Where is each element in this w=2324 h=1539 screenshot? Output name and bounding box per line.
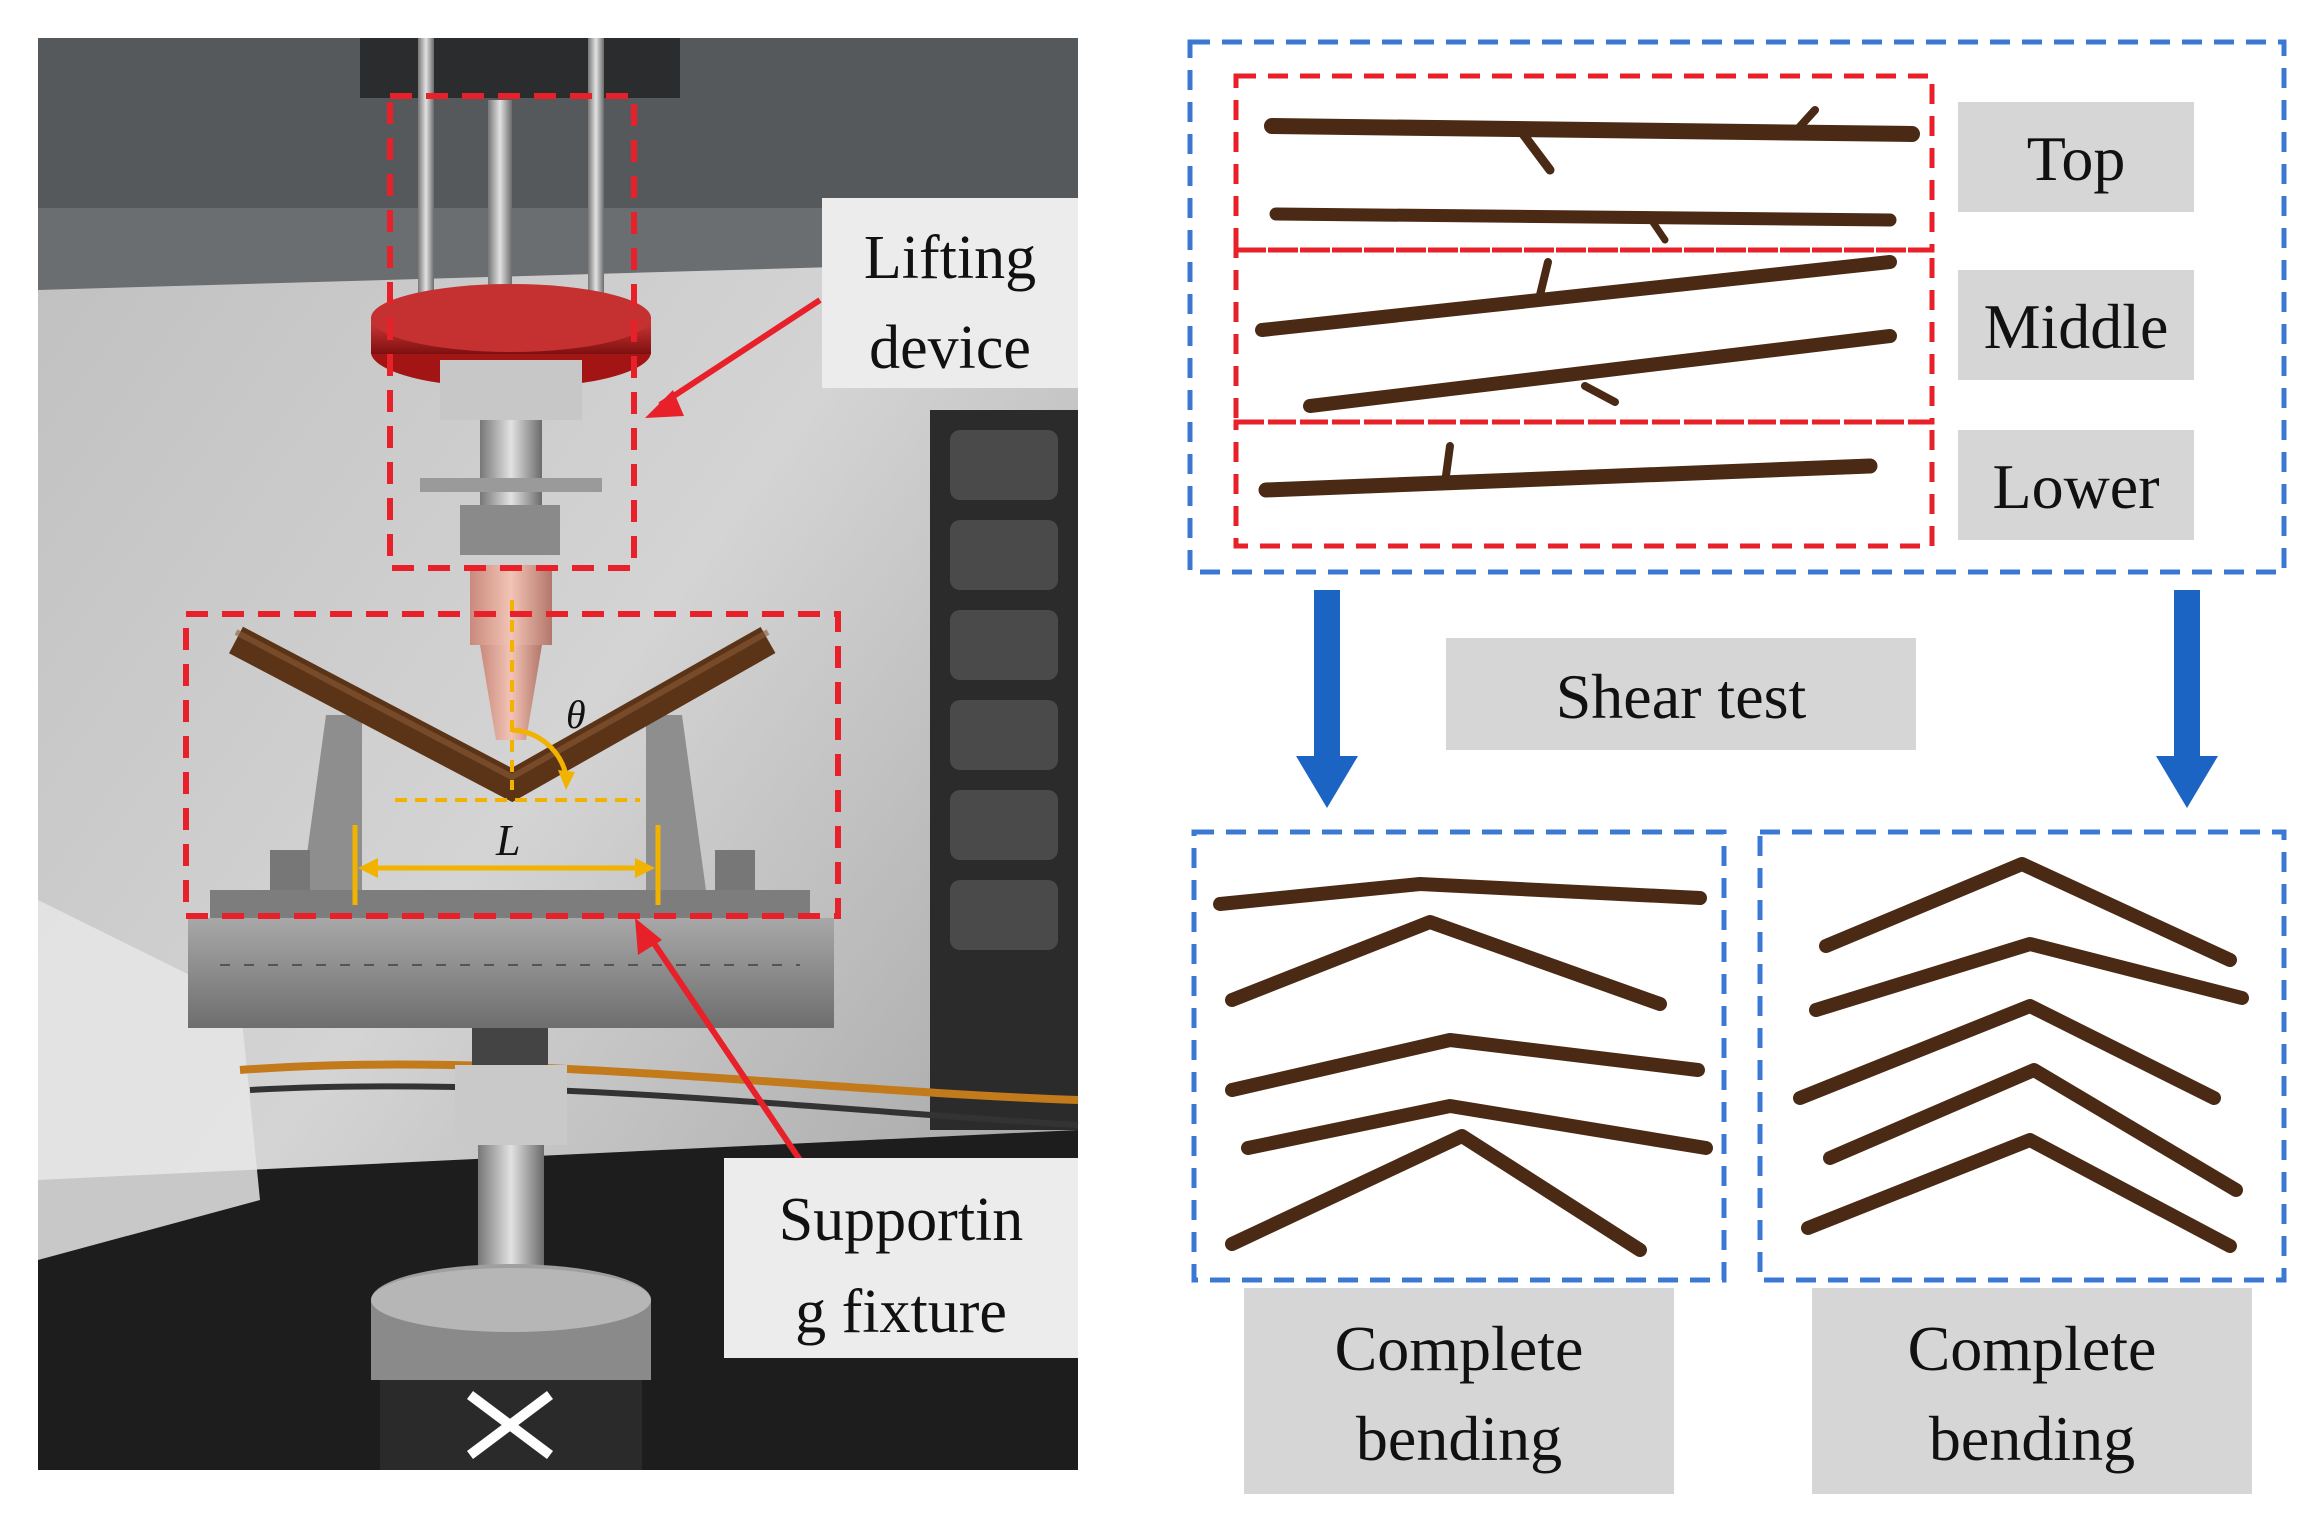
lifting-device-box xyxy=(387,93,637,571)
lower-label: Lower xyxy=(1992,451,2159,522)
samples-blue-box xyxy=(1187,39,2287,575)
middle-section-box xyxy=(1233,247,1935,425)
arrow-down-icon xyxy=(1296,756,1358,808)
branch-samples-panel: Top Middle Lower Shear test xyxy=(1187,39,2287,1494)
result-left-line1: Complete xyxy=(1335,1313,1584,1384)
theta-symbol: θ xyxy=(566,692,586,737)
result-box-right xyxy=(1757,829,2287,1283)
top-label: Top xyxy=(2027,123,2126,194)
lower-section-box xyxy=(1233,419,1935,549)
result-box-left xyxy=(1191,829,1727,1283)
support-label-line2: g fixture xyxy=(795,1278,1007,1346)
result-right-line2: bending xyxy=(1929,1403,2135,1474)
test-machine-photo: θ L Lifting device Supportin g fixture xyxy=(38,38,1079,1470)
arrow-down-icon xyxy=(2156,756,2218,808)
length-symbol: L xyxy=(495,816,520,865)
lifting-label-line1: Lifting xyxy=(864,224,1036,292)
lifting-label-line2: device xyxy=(869,314,1031,382)
shear-test-label: Shear test xyxy=(1556,661,1807,732)
support-label-line1: Supportin xyxy=(779,1186,1024,1254)
supporting-fixture-box xyxy=(183,611,841,919)
top-section-box xyxy=(1233,73,1935,253)
result-left-line2: bending xyxy=(1356,1403,1562,1474)
result-right-line1: Complete xyxy=(1908,1313,2157,1384)
middle-label: Middle xyxy=(1984,291,2169,362)
